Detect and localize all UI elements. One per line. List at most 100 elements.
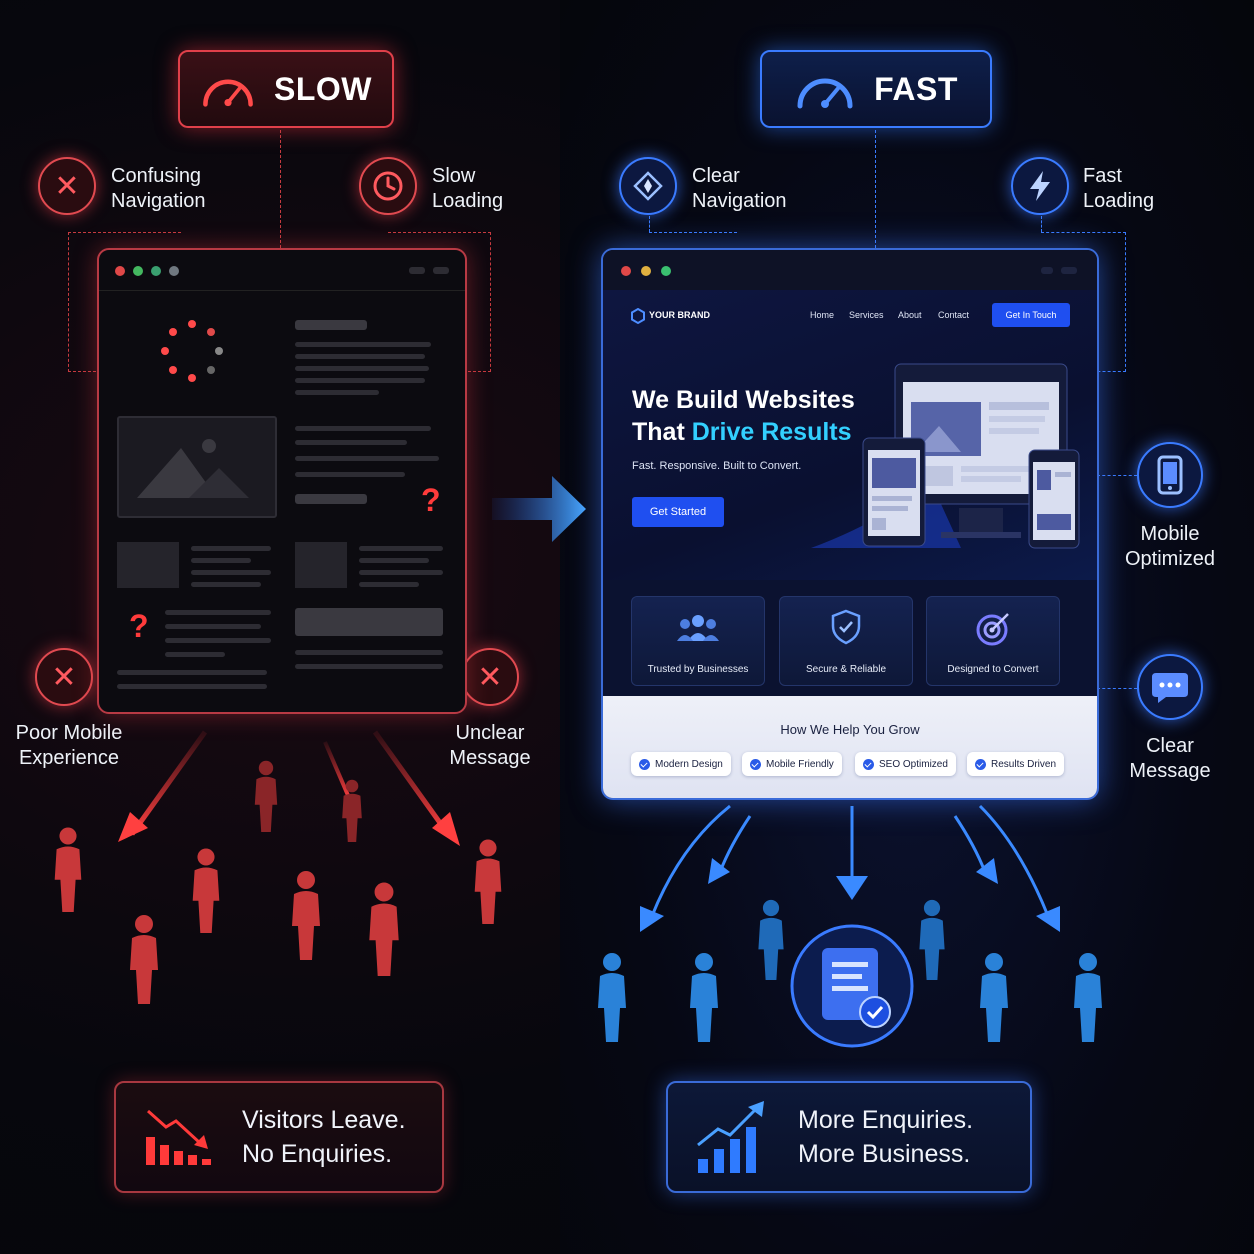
confusing-navigation-label: Confusing Navigation (111, 165, 206, 212)
text-placeholder (191, 558, 251, 563)
message-connector (1097, 688, 1137, 689)
thumbnail-placeholder (117, 542, 179, 588)
poor-mobile-label: Poor Mobile Experience (15, 722, 123, 769)
slow-website-window: ? ? (97, 248, 467, 714)
team-icon (677, 615, 719, 641)
text-placeholder (295, 390, 379, 395)
content-block-placeholder (295, 608, 443, 636)
nav-about[interactable]: About (898, 310, 922, 320)
window-control (1061, 267, 1077, 274)
slow-header: SLOW (178, 50, 394, 128)
slow-result-box: Visitors Leave. No Enquiries. (114, 1081, 444, 1193)
slow-result-text: Visitors Leave. No Enquiries. (242, 1106, 406, 1168)
window-max-dot (661, 266, 671, 276)
get-started-button[interactable]: Get Started (632, 497, 724, 527)
brand-name: YOUR BRAND (649, 310, 711, 320)
card-secure: Secure & Reliable (779, 596, 913, 686)
text-placeholder (359, 570, 443, 575)
clear-navigation-label: Clear Navigation (692, 165, 787, 212)
nav-contact[interactable]: Contact (938, 310, 970, 320)
responsive-devices-icon (811, 363, 1080, 549)
check-icon (750, 758, 761, 770)
fast-header: FAST (760, 50, 992, 128)
lightning-icon (1011, 157, 1069, 215)
text-placeholder (359, 546, 443, 551)
thumbnail-placeholder (295, 542, 347, 588)
text-placeholder (165, 638, 271, 643)
window-dot (169, 266, 179, 276)
fast-result-text: More Enquiries. More Business. (798, 1106, 974, 1168)
text-placeholder (295, 494, 367, 504)
fast-nav-connector (649, 232, 737, 233)
card-secure-label: Secure & Reliable (805, 664, 887, 675)
text-placeholder (165, 624, 261, 629)
card-trusted: Trusted by Businesses (631, 596, 765, 686)
divider (99, 290, 465, 291)
hero-headline-highlight: Drive Results (691, 418, 852, 446)
close-icon: ✕ (35, 648, 93, 706)
mobile-phone-icon (1137, 442, 1203, 508)
card-trusted-label: Trusted by Businesses (647, 664, 749, 675)
fast-title: FAST (874, 70, 958, 107)
clock-icon (359, 157, 417, 215)
fast-nav-connector (649, 216, 650, 232)
window-control (433, 267, 449, 274)
arrow-head (118, 812, 148, 842)
close-icon: ✕ (461, 648, 519, 706)
text-placeholder (359, 582, 419, 587)
window-control (1041, 267, 1053, 274)
text-placeholder (295, 378, 425, 383)
hero-headline-line1: We Build Websites (632, 386, 855, 414)
help-section-title: How We Help You Grow (780, 722, 920, 737)
leaving-visitors-illustration (54, 730, 502, 1004)
pill-label: Results Driven (991, 758, 1057, 770)
text-placeholder (295, 320, 367, 330)
window-min-dot (133, 266, 143, 276)
question-mark-icon: ? (421, 482, 441, 518)
fast-result-box: More Enquiries. More Business. (666, 1081, 1032, 1193)
shield-icon (831, 609, 861, 645)
pill-mobile-friendly: Mobile Friendly (742, 752, 842, 776)
speedometer-slow-icon (203, 79, 253, 107)
hero-headline: We Build Websites That Drive Results (632, 384, 855, 448)
check-icon (863, 758, 874, 770)
fast-loading-label: Fast Loading (1083, 165, 1155, 212)
declining-chart-icon (146, 1109, 211, 1165)
text-placeholder (295, 664, 443, 669)
check-icon (975, 758, 986, 770)
text-placeholder (359, 558, 429, 563)
text-placeholder (165, 610, 271, 615)
nav-services[interactable]: Services (849, 310, 884, 320)
chat-bubble-icon (1137, 654, 1203, 720)
text-placeholder (295, 342, 431, 347)
hero-headline-that: That (632, 418, 692, 446)
window-close-dot (115, 266, 125, 276)
card-convert-label: Designed to Convert (947, 664, 1039, 675)
compass-icon (619, 157, 677, 215)
text-placeholder (295, 354, 425, 359)
slow-title: SLOW (274, 70, 372, 107)
window-control (409, 267, 425, 274)
window-min-dot (641, 266, 651, 276)
brand-logo-icon (631, 308, 645, 324)
loading-spinner-icon (161, 320, 223, 382)
text-placeholder (117, 684, 267, 689)
mobile-optimized-label: Mobile Optimized (1124, 523, 1216, 570)
text-placeholder (295, 456, 439, 461)
pill-label: Mobile Friendly (766, 758, 834, 770)
text-placeholder (295, 472, 405, 477)
slow-loading-label: Slow Loading (432, 165, 504, 212)
text-placeholder (191, 546, 271, 551)
pill-modern-design: Modern Design (631, 752, 731, 776)
incoming-visitors-illustration (598, 804, 1102, 1048)
card-convert: Designed to Convert (926, 596, 1060, 686)
slow-header-connector (280, 130, 281, 248)
nav-home[interactable]: Home (810, 310, 835, 320)
check-icon (639, 758, 650, 770)
pill-label: SEO Optimized (879, 758, 948, 770)
mobile-connector (1097, 475, 1137, 476)
get-in-touch-button[interactable]: Get In Touch (992, 303, 1070, 327)
transition-arrow-icon (492, 476, 586, 542)
fast-header-connector (875, 130, 876, 248)
help-section (603, 696, 1097, 798)
